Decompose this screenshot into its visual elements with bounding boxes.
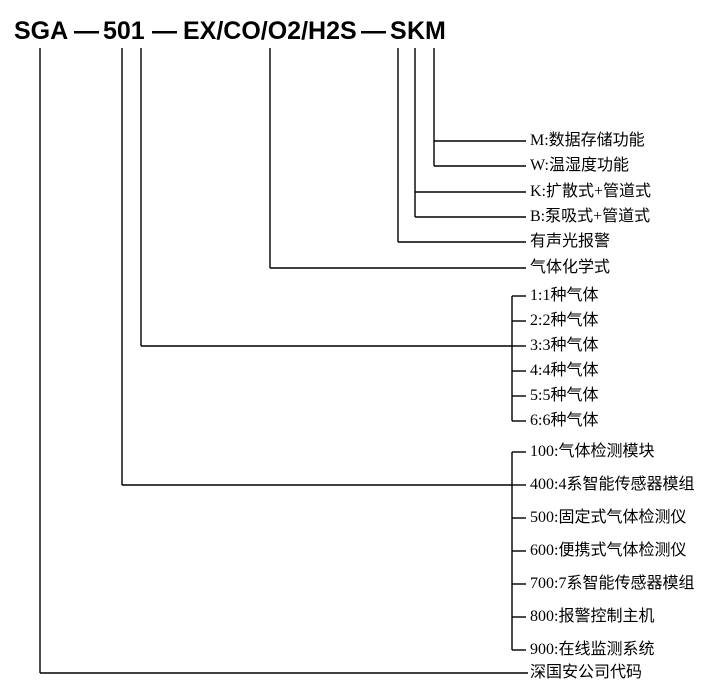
- callout-alarm: 有声光报警: [530, 233, 611, 250]
- gas-count-item: 1:1种气体: [530, 287, 599, 304]
- series-item: 600:便携式气体检测仪: [530, 542, 687, 559]
- callout-b-option: B:泵吸式+管道式: [530, 208, 651, 225]
- callout-gas-formula: 气体化学式: [530, 259, 611, 276]
- model-company-code: SGA: [14, 17, 69, 45]
- series-item: 400:4系智能传感器模组: [530, 476, 695, 493]
- kb-connector-line: [414, 48, 526, 218]
- gas-count-item: 6:6种气体: [530, 412, 599, 429]
- callout-m-option: M:数据存储功能: [530, 132, 645, 149]
- model-series-number: 501: [103, 17, 145, 45]
- dash-separator: —: [361, 17, 386, 45]
- dash-separator: —: [152, 17, 177, 45]
- series-bracket: [511, 451, 526, 651]
- gas-count-item: 5:5种气体: [530, 387, 599, 404]
- gas-count-connector-line: [140, 48, 512, 347]
- series-item: 800:报警控制主机: [530, 608, 655, 625]
- model-suffix-k: K: [407, 17, 426, 45]
- gas-count-bracket: [511, 295, 526, 422]
- mw-connector-line: [433, 48, 526, 167]
- series-item: 500:固定式气体检测仪: [530, 509, 687, 526]
- callout-company-code: 深国安公司代码: [530, 664, 643, 681]
- series-item: 100:气体检测模块: [530, 443, 655, 460]
- company-connector-line: [39, 48, 528, 674]
- model-gas-list: EX/CO/O2/H2S: [183, 17, 357, 45]
- gas-count-item: 2:2种气体: [530, 312, 599, 329]
- model-suffix-m: M: [425, 17, 446, 45]
- dash-separator: —: [74, 17, 99, 45]
- alarm-connector-line: [397, 48, 526, 243]
- series-connector-line: [121, 48, 512, 486]
- model-suffix-s: S: [390, 17, 407, 45]
- series-item: 900:在线监测系统: [530, 641, 655, 658]
- gas-count-item: 3:3种气体: [530, 337, 599, 354]
- callout-w-option: W:温湿度功能: [530, 157, 629, 174]
- callout-k-option: K:扩散式+管道式: [530, 183, 652, 200]
- gas-count-item: 4:4种气体: [530, 362, 599, 379]
- series-item: 700:7系智能传感器模组: [530, 575, 695, 592]
- gas-formula-connector-line: [269, 48, 526, 269]
